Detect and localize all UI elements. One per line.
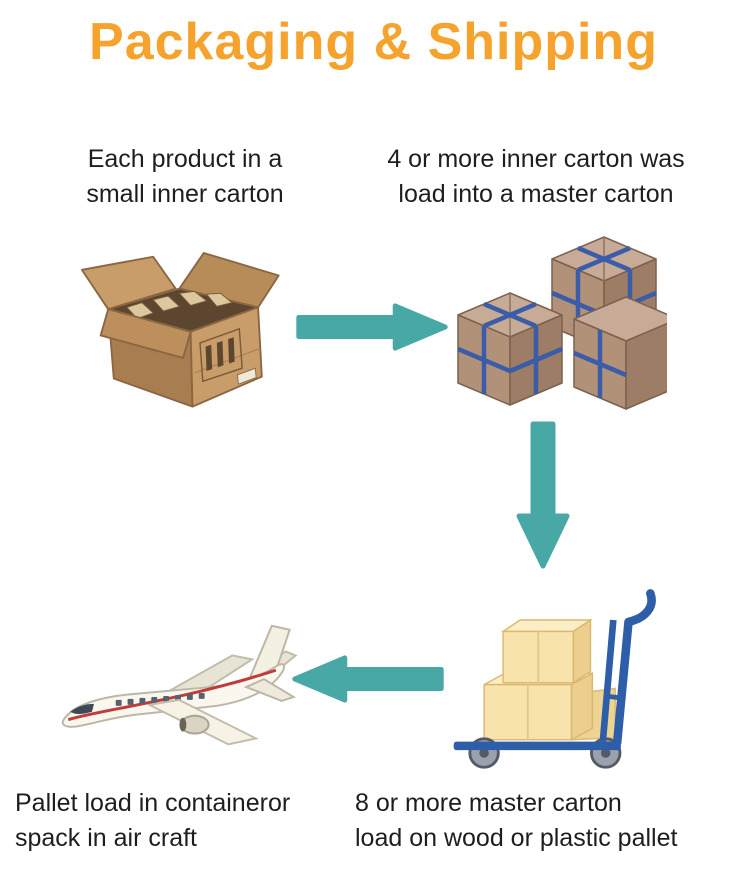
caption-air-craft: Pallet load in containeror spack in air … [15, 789, 291, 852]
arrow-left-icon [287, 652, 449, 706]
stacked-master-cartons-icon [452, 235, 667, 413]
cargo-airplane-icon [52, 608, 300, 776]
hand-truck-graphic [453, 589, 656, 769]
arrow-down-icon [515, 420, 571, 570]
arrow-right-icon [293, 300, 451, 354]
open-carton-box-icon [65, 238, 290, 416]
page-title: Packaging & Shipping [89, 13, 658, 71]
airplane-graphic [61, 624, 298, 746]
caption-pallet-load: 8 or more master carton load on wood or … [355, 789, 678, 852]
caption-inner-carton: Each product in a small inner carton [86, 145, 284, 208]
caption-master-carton: 4 or more inner carton was load into a m… [387, 145, 685, 208]
hand-truck-with-boxes-icon [423, 582, 663, 772]
stacked-master-cartons-graphic [457, 236, 667, 410]
open-carton-box-graphic [81, 252, 280, 408]
